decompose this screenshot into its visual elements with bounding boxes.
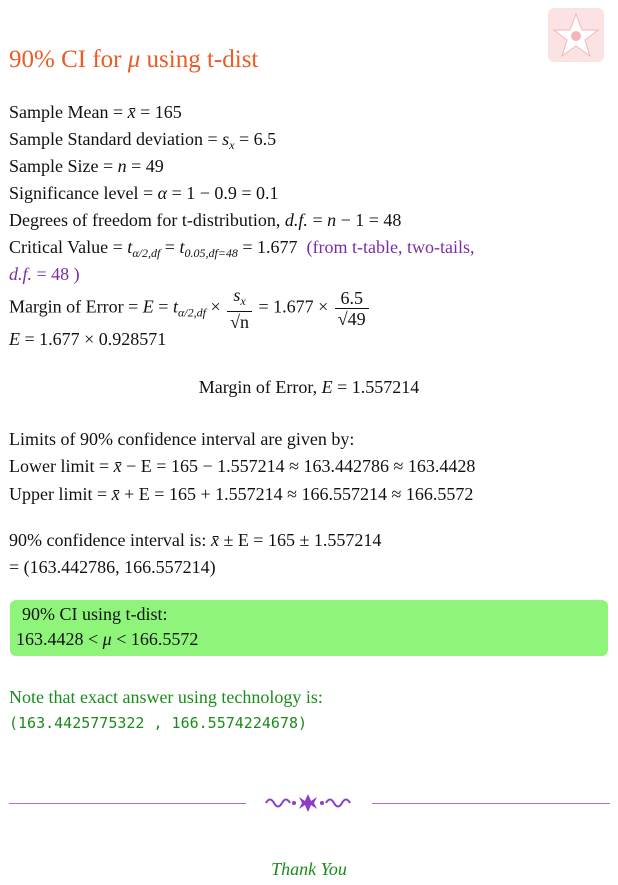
divider-left bbox=[9, 803, 246, 804]
confidence-interval-line: 90% confidence interval is: x̄ ± E = 165… bbox=[9, 530, 382, 550]
critical-value-note-cont: d.f. = 48 ) bbox=[9, 264, 80, 284]
fraction-6.5-over-root-49: 6.5 √49 bbox=[334, 288, 369, 329]
sample-sd-line: Sample Standard deviation = sx = 6.5 bbox=[9, 129, 277, 152]
logo-icon bbox=[548, 8, 604, 62]
upper-limit-line: Upper limit = x̄ + E = 165 + 1.557214 ≈ … bbox=[9, 484, 474, 504]
significance-line: Significance level = α = 1 − 0.9 = 0.1 bbox=[9, 183, 279, 203]
margin-of-error-calc: E = 1.677 × 0.928571 bbox=[9, 329, 167, 349]
thank-you-text: Thank You bbox=[271, 859, 347, 879]
answer-box: 90% CI using t-dist: 163.4428 < μ < 166.… bbox=[10, 600, 608, 656]
degrees-freedom-line: Degrees of freedom for t-distribution, d… bbox=[9, 210, 402, 230]
ornament-icon bbox=[262, 793, 354, 813]
confidence-interval-values: = (163.442786, 166.557214) bbox=[9, 557, 216, 577]
critical-value-note: (from t-table, two-tails, bbox=[306, 237, 475, 257]
margin-of-error-result: Margin of Error, E = 1.557214 bbox=[198, 377, 420, 397]
sample-mean-line: Sample Mean = x̄ = 165 bbox=[9, 102, 182, 122]
technology-note: Note that exact answer using technology … bbox=[9, 687, 323, 707]
margin-of-error-formula: Margin of Error = E = tα/2,df × sx √n = … bbox=[9, 285, 371, 334]
answer-interval: 163.4428 < μ < 166.5572 bbox=[16, 629, 199, 649]
limits-heading: Limits of 90% confidence interval are gi… bbox=[9, 429, 355, 449]
critical-value-line: Critical Value = tα/2,df = t0.05,df=48 =… bbox=[9, 237, 475, 260]
fraction-sx-over-root-n: sx √n bbox=[227, 285, 252, 332]
page-title: 90% CI for μ using t-dist bbox=[9, 46, 259, 73]
divider-right bbox=[372, 803, 610, 804]
technology-answer: (163.4425775322 , 166.5574224678) bbox=[9, 714, 308, 732]
answer-heading: 90% CI using t-dist: bbox=[22, 604, 168, 624]
sample-size-line: Sample Size = n = 49 bbox=[9, 156, 164, 176]
lower-limit-line: Lower limit = x̄ − E = 165 − 1.557214 ≈ … bbox=[9, 456, 476, 476]
